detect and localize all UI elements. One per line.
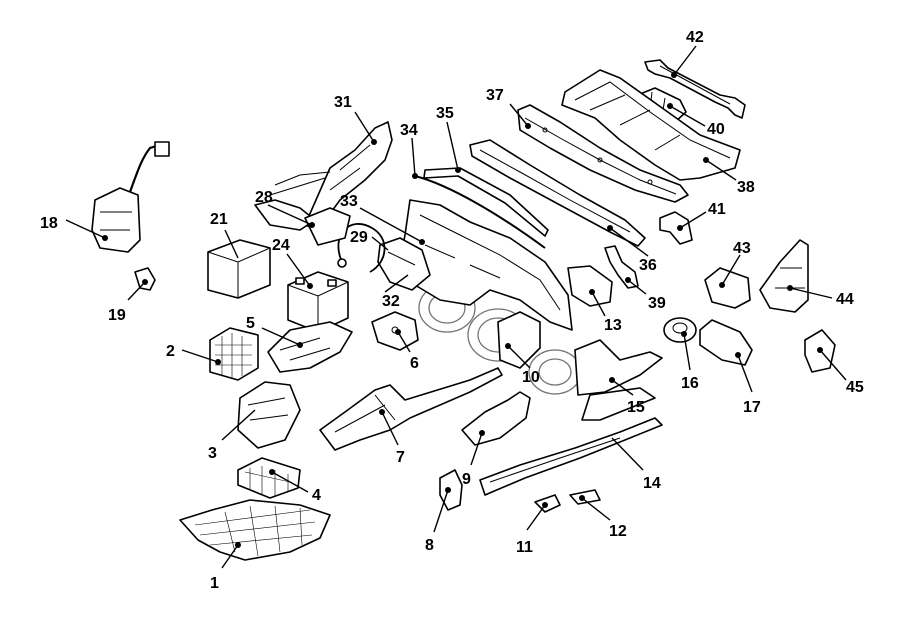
callout-31: 31 bbox=[334, 94, 352, 111]
part-17-panel bbox=[699, 319, 753, 366]
callout-4: 4 bbox=[312, 487, 321, 504]
callout-35: 35 bbox=[436, 105, 454, 122]
callout-40: 40 bbox=[707, 121, 725, 138]
part-10-wheelhouse bbox=[497, 311, 541, 369]
part-6-bracket bbox=[371, 311, 419, 351]
callout-32: 32 bbox=[382, 293, 400, 310]
part-44-pillar bbox=[759, 239, 809, 313]
callout-5: 5 bbox=[246, 315, 255, 332]
part-16-cup bbox=[663, 317, 697, 343]
callout-43: 43 bbox=[733, 240, 751, 257]
callout-34: 34 bbox=[400, 122, 418, 139]
callout-28: 28 bbox=[255, 189, 273, 206]
part-3-air-box bbox=[237, 381, 301, 449]
part-4-ecu-tray bbox=[237, 457, 301, 499]
callout-24: 24 bbox=[272, 237, 290, 254]
part-2-heat-shield bbox=[209, 327, 259, 381]
callout-6: 6 bbox=[410, 355, 419, 372]
callout-13: 13 bbox=[604, 317, 622, 334]
callout-14: 14 bbox=[643, 475, 661, 492]
callout-42: 42 bbox=[686, 29, 704, 46]
part-1-undertray bbox=[179, 499, 331, 561]
callout-1: 1 bbox=[210, 575, 219, 592]
part-7-front-rail bbox=[319, 367, 503, 451]
callout-33: 33 bbox=[340, 193, 358, 210]
callout-45: 45 bbox=[846, 379, 864, 396]
callout-8: 8 bbox=[425, 537, 434, 554]
part-41-bracket bbox=[659, 211, 693, 245]
callout-16: 16 bbox=[681, 375, 699, 392]
part-38-cowl-panel bbox=[561, 69, 741, 181]
callout-38: 38 bbox=[737, 179, 755, 196]
callout-12: 12 bbox=[609, 523, 627, 540]
part-13-panel bbox=[567, 265, 613, 307]
part-21-battery-box bbox=[207, 239, 271, 299]
callout-37: 37 bbox=[486, 87, 504, 104]
callout-29: 29 bbox=[350, 229, 368, 246]
part-9-rail bbox=[461, 391, 531, 446]
part-24-battery bbox=[287, 271, 349, 333]
part-34-seal bbox=[414, 175, 546, 249]
callout-9: 9 bbox=[462, 471, 471, 488]
part-36-lower-strip bbox=[469, 139, 646, 247]
callout-41: 41 bbox=[708, 201, 726, 218]
callout-15: 15 bbox=[627, 399, 645, 416]
leader-lines bbox=[65, 45, 847, 569]
callout-19: 19 bbox=[108, 307, 126, 324]
callout-39: 39 bbox=[648, 295, 666, 312]
part-39-bracket bbox=[604, 245, 639, 289]
callout-44: 44 bbox=[836, 291, 854, 308]
part-29-harness bbox=[337, 223, 386, 273]
callout-7: 7 bbox=[396, 449, 405, 466]
callout-21: 21 bbox=[210, 211, 228, 228]
callout-labels: 1 2 3 4 5 6 7 8 9 10 11 12 13 14 15 16 1… bbox=[40, 29, 864, 592]
part-43-bracket bbox=[704, 267, 751, 309]
callout-2: 2 bbox=[166, 343, 175, 360]
callout-36: 36 bbox=[639, 257, 657, 274]
part-37-upper-cowl bbox=[517, 104, 689, 203]
part-15-rail bbox=[574, 339, 663, 421]
part-14-lower-rail bbox=[479, 417, 663, 496]
part-32-bracket bbox=[377, 237, 431, 291]
part-35-strip bbox=[423, 167, 549, 237]
callout-18: 18 bbox=[40, 215, 58, 232]
callout-10: 10 bbox=[522, 369, 540, 386]
callout-11: 11 bbox=[516, 539, 533, 556]
part-5-battery-tray bbox=[267, 321, 353, 373]
callout-3: 3 bbox=[208, 445, 217, 462]
part-12-clip bbox=[569, 489, 601, 505]
part-28-bracket bbox=[254, 171, 351, 246]
callout-17: 17 bbox=[743, 399, 761, 416]
